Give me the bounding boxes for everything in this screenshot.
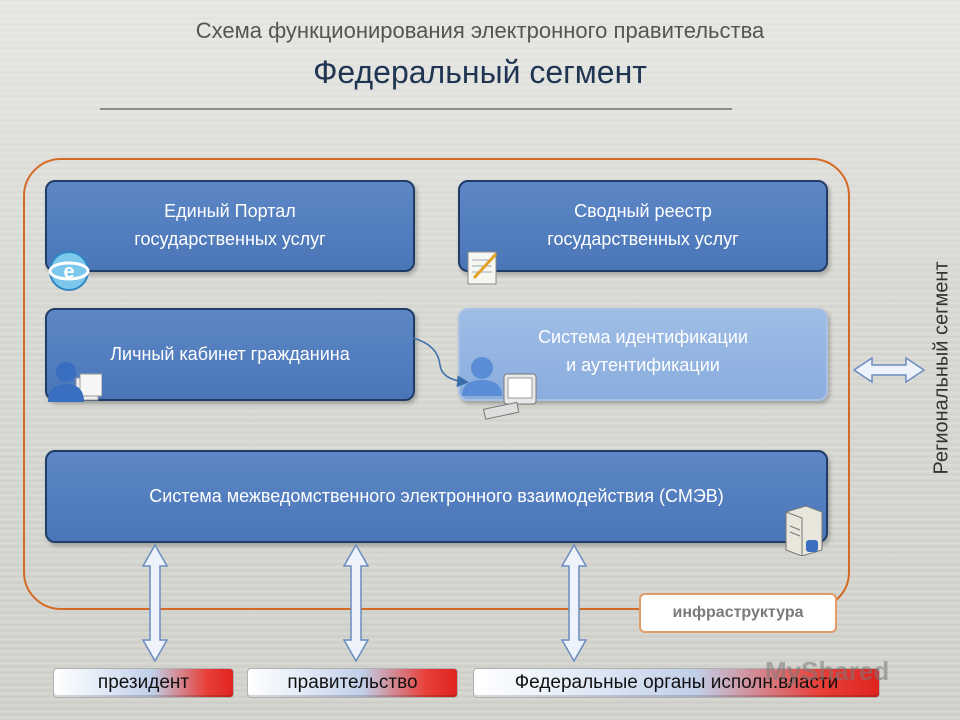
svg-text:e: e [63, 261, 74, 283]
president-pill[interactable]: президент [53, 668, 234, 698]
watermark: MyShared [765, 656, 890, 686]
identification-label: Система идентификации и аутентификации [538, 327, 748, 375]
federal-segment-frame [23, 158, 850, 610]
ie-globe-icon: e [48, 251, 90, 291]
page-subtitle: Схема функционирования электронного прав… [195, 18, 765, 43]
government-link-arrow [342, 543, 370, 663]
registry-box[interactable]: Сводный реестр государственных услуг [458, 180, 828, 272]
regional-link-arrow [852, 356, 926, 384]
notepad-icon [467, 251, 498, 285]
page-title: Федеральный сегмент [313, 54, 647, 90]
government-label: правительство [287, 672, 418, 693]
smev-label: Система межведомственного электронного в… [149, 485, 724, 506]
portal-box[interactable]: Единый Портал государственных услуг [45, 180, 415, 272]
cabinet-to-identification-arrow [412, 337, 469, 388]
regional-segment: Региональный сегмент [930, 248, 953, 488]
infrastructure-label: инфраструктура [639, 593, 837, 633]
registry-label: Сводный реестр государственных услуг [547, 201, 739, 249]
cabinet-box[interactable]: Личный кабинет гражданина [45, 308, 415, 401]
portal-label: Единый Портал государственных услуг [134, 201, 326, 249]
federal-bodies-link-arrow [560, 543, 588, 663]
federal-bodies-label: Федеральные органы исполн.власти [514, 672, 839, 693]
government-pill[interactable]: правительство [247, 668, 458, 698]
title-divider [100, 108, 732, 110]
server-icon [785, 505, 823, 556]
regional-segment-label: Региональный сегмент [930, 261, 953, 475]
smev-box[interactable]: Система межведомственного электронного в… [45, 450, 828, 543]
president-link-arrow [141, 543, 169, 663]
president-label: президент [97, 672, 190, 693]
cabinet-label: Личный кабинет гражданина [110, 343, 350, 364]
federal-bodies-pill[interactable]: Федеральные органы исполн.власти [473, 668, 880, 698]
user-documents-icon [48, 362, 102, 402]
user-computer-icon [462, 357, 537, 420]
